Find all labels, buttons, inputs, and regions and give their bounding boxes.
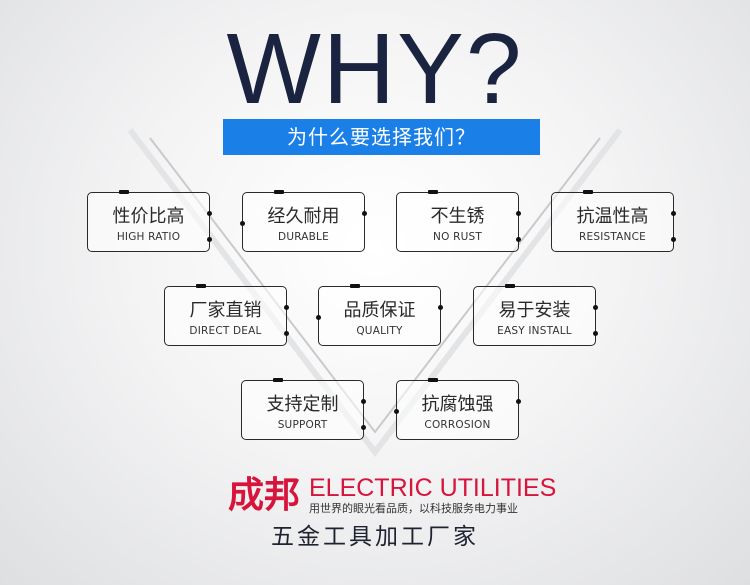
card-dot-decoration — [207, 211, 212, 216]
card-dot-decoration — [207, 237, 212, 242]
feature-title: 易于安装 — [498, 300, 571, 321]
feature-title: 抗腐蚀强 — [421, 394, 494, 415]
feature-subtitle: HIGH RATIO — [116, 231, 181, 243]
card-tab-decoration — [505, 284, 515, 288]
feature-title: 支持定制 — [266, 394, 339, 415]
feature-card-easy-install: 易于安装 EASY INSTALL — [473, 284, 598, 346]
feature-subtitle: NO RUST — [433, 231, 482, 243]
feature-subtitle: DURABLE — [278, 231, 329, 243]
card-dot-decoration — [316, 315, 321, 320]
footer-tagline: 五金工具加工厂家 — [271, 524, 479, 550]
card-tab-decoration — [196, 284, 206, 288]
feature-card-high-ratio: 性价比高 HIGH RATIO — [87, 190, 212, 252]
feature-subtitle: SUPPORT — [277, 419, 328, 431]
card-tab-decoration — [350, 284, 360, 288]
why-choose-us-banner: 为什么要选择我们？ — [223, 119, 540, 155]
feature-card-durable: 经久耐用 DURABLE — [240, 190, 367, 252]
feature-card-quality: 品质保证 QUALITY — [316, 284, 443, 346]
card-dot-decoration — [361, 399, 366, 404]
feature-title: 性价比高 — [112, 206, 185, 227]
card-dot-decoration — [362, 211, 367, 216]
card-tab-decoration — [583, 190, 593, 194]
feature-card-direct-deal: 厂家直销 DIRECT DEAL — [164, 284, 289, 346]
card-dot-decoration — [516, 211, 521, 216]
feature-subtitle: RESISTANCE — [579, 231, 646, 243]
feature-subtitle: DIRECT DEAL — [189, 325, 262, 337]
brand-name-en: ELECTRIC UTILITIES — [309, 474, 557, 502]
card-tab-decoration — [273, 378, 283, 382]
card-tab-decoration — [274, 190, 284, 194]
feature-title: 经久耐用 — [267, 206, 340, 227]
brand-slogan: 用世界的眼光看品质，以科技服务电力事业 — [309, 502, 518, 515]
card-dot-decoration — [438, 305, 443, 310]
card-tab-decoration — [428, 190, 438, 194]
brand-name-zh: 成邦 — [228, 475, 301, 516]
feature-card-no-rust: 不生锈 NO RUST — [396, 190, 521, 252]
card-dot-decoration — [361, 425, 366, 430]
card-dot-decoration — [394, 409, 399, 414]
card-tab-decoration — [119, 190, 129, 194]
card-dot-decoration — [671, 237, 676, 242]
card-dot-decoration — [240, 221, 245, 226]
card-dot-decoration — [593, 331, 598, 336]
feature-card-resistance: 抗温性高 RESISTANCE — [551, 190, 676, 252]
card-tab-decoration — [428, 378, 438, 382]
card-dot-decoration — [284, 331, 289, 336]
card-dot-decoration — [593, 305, 598, 310]
feature-title: 厂家直销 — [189, 300, 262, 321]
card-dot-decoration — [284, 305, 289, 310]
feature-card-support: 支持定制 SUPPORT — [241, 378, 366, 440]
feature-title: 抗温性高 — [576, 206, 649, 227]
card-dot-decoration — [671, 211, 676, 216]
feature-title: 品质保证 — [343, 300, 416, 321]
card-dot-decoration — [516, 399, 521, 404]
brand-logo: 成邦 ELECTRIC UTILITIES 用世界的眼光看品质，以科技服务电力事… — [228, 474, 558, 518]
why-headline: WHY? — [226, 13, 524, 125]
card-dot-decoration — [516, 237, 521, 242]
feature-subtitle: QUALITY — [356, 325, 403, 337]
feature-subtitle: EASY INSTALL — [497, 325, 572, 337]
feature-title: 不生锈 — [430, 206, 485, 227]
feature-subtitle: CORROSION — [424, 419, 491, 431]
feature-card-corrosion: 抗腐蚀强 CORROSION — [394, 378, 521, 440]
